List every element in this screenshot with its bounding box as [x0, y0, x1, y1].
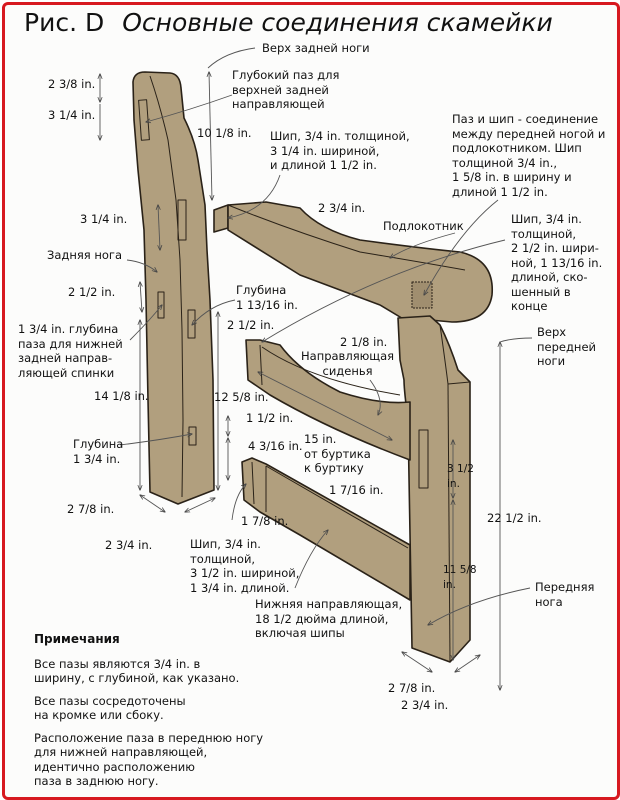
label-depth-1-13-16: Глубина 1 13/16 in. — [236, 283, 298, 312]
leader-depth-1-3-4 — [119, 434, 192, 446]
leader-back-leg — [126, 259, 157, 272]
label-tenon-armrest-back: Шип, 3/4 in. толщиной, 3 1/4 in. шириной… — [270, 129, 410, 172]
label-mortise-tenon-front: Паз и шип - соединение между передней но… — [452, 112, 606, 199]
figure-number: Рис. D — [24, 8, 105, 37]
leader-tenon-armrest-back — [228, 174, 281, 218]
back-leg-mortise-upper — [177, 199, 187, 241]
label-dim-2-7-8-front: 2 7/8 in. — [388, 681, 436, 695]
label-dim-12-5-8: 12 5/8 in. — [214, 390, 269, 404]
back-leg-edge — [149, 75, 184, 498]
label-dim-2-3-4-arm: 2 3/4 in. — [318, 201, 366, 215]
leader-tenon-lower-rail — [231, 484, 246, 521]
leader-top-front-leg — [499, 337, 533, 343]
dim-line-2-3-4-back — [185, 498, 215, 512]
label-lower-rail: Нижняя направляющая, 18 1/2 дюйма длиной… — [255, 597, 403, 640]
back-leg — [132, 71, 215, 505]
dim-line-10-1-8 — [209, 72, 212, 200]
figure-title: Рис. D Основные соединения скамейки — [24, 8, 553, 37]
label-dim-3-1-2-front: 3 1/2 in. — [447, 463, 474, 490]
front-leg-face — [439, 324, 471, 385]
armrest-front-tenon — [411, 281, 433, 309]
label-depth-1-3-4: Глубина 1 3/4 in. — [73, 437, 124, 466]
label-dim-14-1-8: 14 1/8 in. — [94, 389, 149, 403]
dim-line-2-7-8-back — [140, 495, 165, 512]
label-dim-2-3-8: 2 3/8 in. — [48, 77, 96, 91]
notes-heading: Примечания — [34, 632, 120, 646]
dim-line-2-7-8-front — [402, 652, 432, 672]
label-tenon-lower-rail: Шип, 3/4 in. толщиной, 3 1/2 in. шириной… — [190, 537, 300, 595]
label-dim-3-1-4-mid: 3 1/4 in. — [80, 212, 128, 226]
leader-lower-back-mortise — [129, 305, 162, 341]
note-item: Все пазы являются 3/4 in. в ширину, с гл… — [34, 656, 240, 686]
leader-seat-rail — [369, 379, 380, 415]
label-dim-1-7-8: 1 7/8 in. — [241, 514, 289, 528]
label-dim-2-1-2-mid: 2 1/2 in. — [227, 318, 275, 332]
dim-line-2-3-4-front — [455, 655, 480, 672]
leader-depth-1-13-16 — [192, 299, 236, 325]
label-dim-2-3-4-back: 2 3/4 in. — [105, 538, 153, 552]
leader-top-back-leg — [207, 47, 256, 69]
label-armrest: Подлокотник — [383, 219, 464, 233]
dim-line-2-1-2-left — [140, 282, 142, 312]
leader-mortise-tenon-front — [424, 199, 499, 295]
dimension-lines — [100, 47, 533, 690]
label-dim-1-1-2: 1 1/2 in. — [246, 411, 294, 425]
label-top-front-leg: Верх передней ноги — [537, 325, 596, 368]
label-dim-2-1-2-left: 2 1/2 in. — [68, 285, 116, 299]
dim-line-3-1-4-mid — [158, 205, 160, 250]
front-leg-mortise — [418, 429, 429, 489]
label-tenon-front-leg: Шип, 3/4 in. толщиной, 2 1/2 in. шири- н… — [511, 212, 603, 313]
label-front-leg: Передняя нога — [535, 580, 595, 609]
label-deep-mortise: Глубокий паз для верхней задней направля… — [232, 68, 340, 111]
label-dim-4-3-16: 4 3/16 in. — [248, 439, 303, 453]
label-dim-15: 15 in. от буртика к буртику — [304, 432, 371, 475]
label-back-leg: Задняя нога — [47, 248, 123, 262]
label-dim-1-7-16: 1 7/16 in. — [329, 483, 384, 497]
label-dim-2-3-4-front: 2 3/4 in. — [401, 698, 449, 712]
lower-rail-edge — [251, 461, 409, 549]
figure-name: Основные соединения скамейки — [122, 8, 553, 37]
back-leg-body — [132, 71, 215, 505]
label-top-back-leg: Верх задней ноги — [262, 41, 370, 55]
label-seat-rail: Направляющая сиденья — [301, 349, 395, 378]
armrest-edge — [227, 204, 466, 271]
label-dim-2-1-8: 2 1/8 in. — [340, 335, 388, 349]
leader-front-leg — [428, 587, 531, 625]
front-leg-edge — [447, 383, 451, 663]
note-item: Расположение паза в переднюю ногу для ни… — [34, 730, 264, 789]
leader-armrest — [390, 232, 456, 258]
leader-lower-rail — [294, 530, 328, 589]
note-item: Все пазы сосредоточены на кромке или сбо… — [34, 693, 186, 723]
label-dim-11-5-8: 11 5/8 in. — [443, 564, 477, 591]
label-dim-2-7-8-back: 2 7/8 in. — [67, 502, 115, 516]
label-dim-10-1-8: 10 1/8 in. — [197, 126, 252, 140]
label-dim-3-1-4-top: 3 1/4 in. — [48, 108, 96, 122]
notes-section: Примечания Все пазы являются 3/4 in. в ш… — [34, 632, 294, 797]
leader-deep-mortise — [146, 94, 233, 122]
leader-tenon-front-leg — [262, 239, 506, 342]
dim-line-15 — [258, 372, 392, 440]
label-dim-22-1-2: 22 1/2 in. — [487, 511, 542, 525]
label-lower-back-mortise: 1 3/4 in. глубина паза для нижней задней… — [18, 322, 123, 380]
armrest-tenon — [213, 204, 229, 233]
